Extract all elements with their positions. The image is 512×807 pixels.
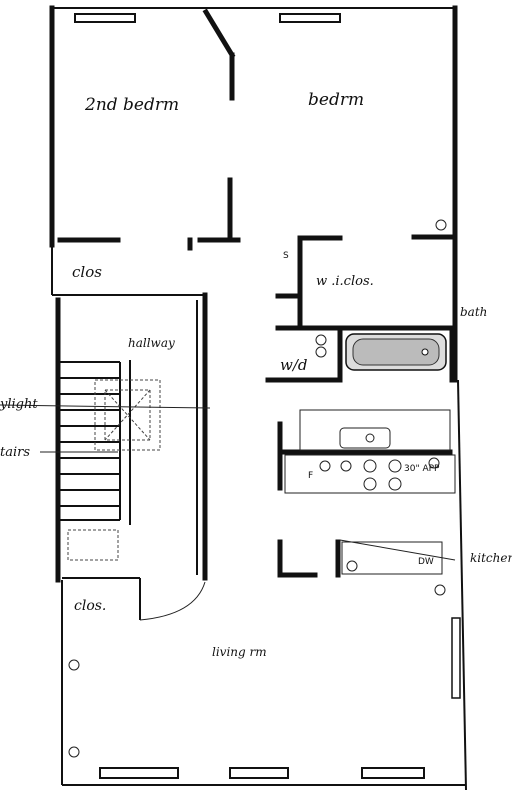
outlet-icon	[68, 659, 80, 671]
fridge-label: F	[308, 471, 313, 481]
washer-dryer-label: w/d	[280, 356, 308, 374]
skylight-label: ylight	[0, 397, 38, 412]
outlet-icon	[315, 346, 327, 358]
core-walls	[265, 235, 455, 383]
outlet-icon	[428, 457, 440, 469]
closet-bottom-label: clos.	[74, 598, 106, 614]
outlet-icon	[435, 219, 447, 231]
bedroom-label: bedrm	[308, 90, 364, 110]
exterior-walls	[49, 5, 467, 791]
living-room-label: living rm	[212, 645, 267, 659]
bathtub	[345, 333, 447, 371]
shelf-label: S	[283, 251, 289, 261]
bathtub-icon	[421, 348, 429, 356]
windows	[74, 13, 461, 779]
hallway-walls	[0, 292, 211, 621]
outlet-icon	[319, 460, 331, 472]
second-bedroom-label: 2nd bedrm	[84, 95, 179, 115]
outlet-icon	[346, 560, 358, 572]
range-label: 30" APP	[404, 464, 440, 474]
outlets	[68, 219, 447, 758]
kitchen-label: kitchen	[470, 551, 512, 565]
outlet-icon	[434, 584, 446, 596]
walk-in-closet-label: w .i.clos.	[316, 274, 374, 289]
sink-icon	[339, 427, 391, 449]
outlet-icon	[68, 746, 80, 758]
kitchen-walls	[277, 409, 456, 578]
outlet-icon	[315, 334, 327, 346]
bedroom-walls	[57, 8, 455, 251]
dishwasher-label: DW	[418, 557, 434, 567]
bath-label: bath	[460, 305, 487, 319]
stair-treads	[60, 361, 120, 521]
outlet-icon	[340, 460, 352, 472]
closet-top-label: clos	[72, 263, 102, 281]
stairs-label: tairs	[0, 445, 30, 460]
cooktop-icon	[363, 459, 402, 491]
hallway-label: hallway	[128, 336, 175, 350]
